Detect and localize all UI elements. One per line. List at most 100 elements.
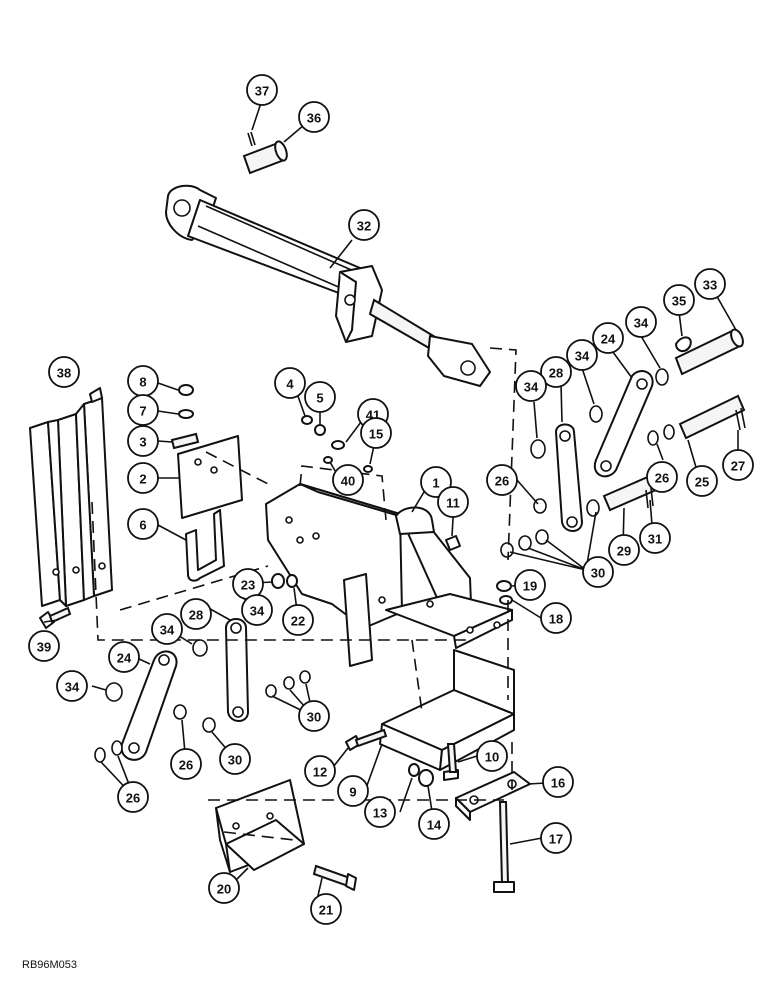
callout-circle: [542, 766, 574, 798]
part-hardware-top: [301, 415, 373, 473]
callout-30: 30: [298, 700, 330, 732]
callout-circle: [56, 670, 88, 702]
callout-number: 3: [139, 435, 146, 450]
callout-circle: [418, 808, 450, 840]
callout-circle: [170, 748, 202, 780]
part-plate-16: [455, 771, 531, 821]
callout-circle: [246, 74, 278, 106]
callout-number: 34: [575, 349, 590, 364]
callout-circle: [127, 425, 159, 457]
callout-leaders: [43, 99, 739, 910]
callout-31: 31: [639, 522, 671, 554]
part-bolt-17: [493, 801, 515, 893]
callout-21: 21: [310, 893, 342, 925]
callout-circle: [566, 339, 598, 371]
callout-number: 22: [291, 614, 305, 629]
callout-circle: [608, 534, 640, 566]
callout-number: 4: [286, 377, 294, 392]
callout-10: 10: [476, 740, 508, 772]
callout-circle: [515, 370, 547, 402]
callout-number: 34: [250, 604, 265, 619]
callout-circle: [151, 613, 183, 645]
callout-number: 36: [307, 111, 321, 126]
callout-circle: [108, 641, 140, 673]
callout-27: 27: [722, 449, 754, 481]
callout-number: 31: [648, 532, 662, 547]
part-bracket-9: [379, 649, 515, 771]
callout-number: 19: [523, 579, 537, 594]
part-bracket-20: [215, 779, 305, 873]
callout-number: 24: [601, 332, 616, 347]
callout-22: 22: [282, 604, 314, 636]
callout-circle: [310, 893, 342, 925]
callout-number: 27: [731, 459, 745, 474]
callout-number: 26: [126, 791, 140, 806]
callout-2: 2: [127, 462, 159, 494]
part-washer-18: [499, 595, 513, 605]
callout-circle: [282, 604, 314, 636]
callout-25: 25: [686, 465, 718, 497]
callout-circle: [686, 465, 718, 497]
callout-24: 24: [108, 641, 140, 673]
part-bolt-12: [345, 728, 388, 751]
callout-30: 30: [582, 556, 614, 588]
part-cotter-pin-37: [247, 131, 256, 147]
part-link-24-right: [593, 370, 654, 478]
callout-circle: [582, 556, 614, 588]
callout-34: 34: [515, 370, 547, 402]
callout-number: 26: [495, 474, 509, 489]
callout-number: 32: [357, 219, 371, 234]
part-nut-22: [286, 574, 298, 588]
callout-circle: [486, 464, 518, 496]
callout-circle: [298, 700, 330, 732]
callout-34: 34: [625, 306, 657, 338]
part-hydraulic-cylinder-32: [165, 184, 491, 387]
callout-number: 18: [549, 612, 563, 627]
callout-number: 2: [139, 472, 146, 487]
part-plate-2: [177, 435, 243, 519]
callout-number: 13: [373, 806, 387, 821]
callout-circle: [127, 394, 159, 426]
callout-circle: [219, 743, 251, 775]
callout-circle: [332, 464, 364, 496]
callout-number: 28: [189, 608, 203, 623]
callout-34: 34: [566, 339, 598, 371]
callout-15: 15: [360, 417, 392, 449]
callout-29: 29: [608, 534, 640, 566]
callout-circle: [722, 449, 754, 481]
callout-33: 33: [694, 268, 726, 300]
callout-40: 40: [332, 464, 364, 496]
callout-circle: [208, 872, 240, 904]
callout-circle: [298, 101, 330, 133]
callout-circle: [476, 740, 508, 772]
part-nut-13: [408, 763, 420, 777]
part-bracket-38: [29, 387, 113, 607]
part-bolt-10: [443, 743, 459, 781]
callout-number: 7: [139, 404, 146, 419]
part-link-24-left: [120, 650, 178, 761]
callout-number: 21: [319, 903, 333, 918]
part-pins-right: [602, 328, 746, 512]
callout-9: 9: [337, 775, 369, 807]
callout-circle: [646, 461, 678, 493]
callout-number: 5: [316, 391, 323, 406]
callout-circle: [694, 268, 726, 300]
callout-34: 34: [56, 670, 88, 702]
callout-number: 39: [37, 640, 51, 655]
callout-36: 36: [298, 101, 330, 133]
callout-circle: [514, 569, 546, 601]
callout-number: 11: [446, 496, 460, 511]
part-bolt-3: [170, 432, 200, 450]
part-bolt-21: [312, 864, 357, 891]
callout-38: 38: [48, 356, 80, 388]
callout-26: 26: [170, 748, 202, 780]
callout-12: 12: [304, 755, 336, 787]
callout-number: 38: [57, 366, 71, 381]
part-nut-19: [496, 580, 512, 592]
callout-number: 12: [313, 765, 327, 780]
callout-number: 30: [307, 710, 321, 725]
callout-circle: [663, 284, 695, 316]
callout-14: 14: [418, 808, 450, 840]
